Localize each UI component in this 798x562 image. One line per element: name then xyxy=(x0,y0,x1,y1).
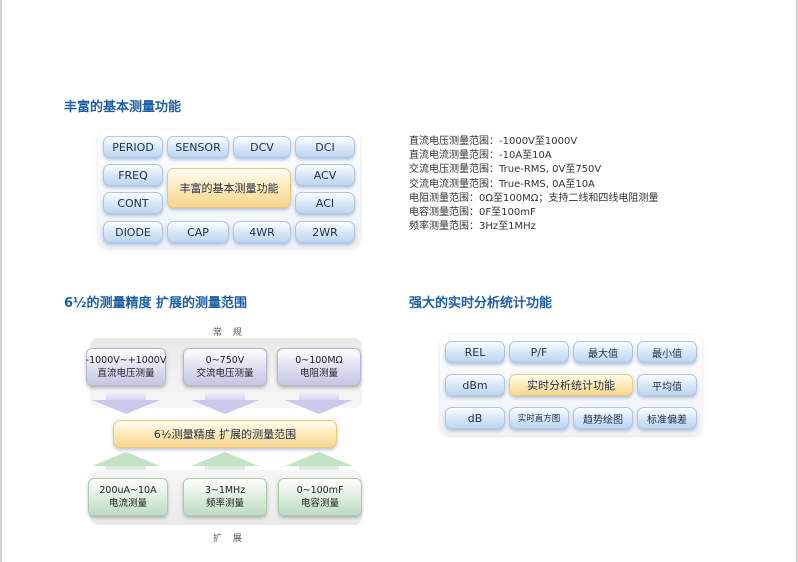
spec-resistance: 电阻测量范围：0Ω至100MΩ；支持二线和四线电阻测量 xyxy=(409,192,659,204)
cont-button: CONT xyxy=(103,192,163,214)
extended-box-current: 200uA~10A 电流测量 xyxy=(88,478,168,516)
normal-name: 电阻测量 xyxy=(299,368,338,379)
4wr-button: 4WR xyxy=(233,221,291,243)
sensor-button: SENSOR xyxy=(167,136,229,158)
spec-capacitance: 电容测量范围：0F至100mF xyxy=(409,207,536,219)
spec-acv: 交流电压测量范围：True-RMS, 0V至750V xyxy=(409,164,602,176)
2wr-button: 2WR xyxy=(295,221,355,243)
aci-button: ACI xyxy=(295,192,355,214)
precision-title: 6½的测量精度 扩展的测量范围 xyxy=(64,296,248,311)
period-button: PERIOD xyxy=(103,136,163,158)
diode-button: DIODE xyxy=(103,221,163,243)
rel-button: REL xyxy=(445,341,505,363)
cap-button: CAP xyxy=(167,221,229,243)
arrow-up-icon xyxy=(285,452,353,466)
extended-label: 扩 展 xyxy=(213,534,246,544)
spec-frequency: 频率测量范围：3Hz至1MHz xyxy=(409,221,536,233)
arrow-down-icon xyxy=(205,392,245,400)
freq-button: FREQ xyxy=(103,164,163,186)
arrow-up-icon xyxy=(191,452,259,466)
normal-name: 直流电压测量 xyxy=(97,368,155,379)
min-value-button: 最小值 xyxy=(637,341,697,363)
page-left-border xyxy=(0,0,2,562)
dcv-button: DCV xyxy=(233,136,291,158)
extended-box-capacitance: 0~100mF 电容测量 xyxy=(278,478,362,516)
spec-aci: 交流电流测量范围：True-RMS, 0A至10A xyxy=(409,178,595,190)
extended-range: 3~1MHz xyxy=(204,485,246,496)
spec-list: 直流电压测量范围：-1000V至1000V 直流电流测量范围：-10A至10A … xyxy=(409,135,658,234)
precision-center: 6½测量精度 扩展的测量范围 xyxy=(113,420,337,448)
normal-box-resistance: 0~100MΩ 电阻测量 xyxy=(277,348,361,386)
basic-functions-center: 丰富的基本测量功能 xyxy=(167,168,291,208)
max-value-button: 最大值 xyxy=(573,341,633,363)
normal-name: 交流电压测量 xyxy=(196,368,254,379)
spec-dcv: 直流电压测量范围：-1000V至1000V xyxy=(409,136,578,147)
normal-box-acv: 0~750V 交流电压测量 xyxy=(183,348,267,386)
arrow-up-icon xyxy=(92,452,160,466)
extended-box-frequency: 3~1MHz 频率测量 xyxy=(183,478,267,516)
acv-button: ACV xyxy=(295,164,355,186)
extended-range: 200uA~10A xyxy=(99,485,157,496)
normal-range: 0~750V xyxy=(205,355,245,366)
arrow-down-icon xyxy=(106,392,146,400)
stats-center: 实时分析统计功能 xyxy=(509,374,633,396)
normal-range: -1000V~+1000V xyxy=(85,355,167,366)
histogram-button: 实时直方图 xyxy=(509,407,569,429)
stats-title: 强大的实时分析统计功能 xyxy=(409,296,553,311)
spec-dci: 直流电流测量范围：-10A至10A xyxy=(409,150,552,162)
db-button: dB xyxy=(445,407,505,429)
extended-name: 电容测量 xyxy=(300,498,339,509)
dci-button: DCI xyxy=(295,136,355,158)
arrow-down-icon xyxy=(285,400,353,414)
average-button: 平均值 xyxy=(637,374,697,396)
extended-name: 频率测量 xyxy=(205,498,244,509)
page-right-border xyxy=(796,0,798,562)
pass-fail-button: P/F xyxy=(509,341,569,363)
arrow-down-icon xyxy=(92,400,160,414)
arrow-down-icon xyxy=(299,392,339,400)
normal-label: 常 规 xyxy=(213,328,246,338)
dbm-button: dBm xyxy=(445,374,505,396)
trend-chart-button: 趋势绘图 xyxy=(573,407,633,429)
normal-range: 0~100MΩ xyxy=(295,355,343,366)
std-deviation-button: 标准偏差 xyxy=(637,407,697,429)
extended-name: 电流测量 xyxy=(108,498,147,509)
basic-functions-title: 丰富的基本测量功能 xyxy=(64,100,182,115)
extended-range: 0~100mF xyxy=(296,485,344,496)
normal-box-dcv: -1000V~+1000V 直流电压测量 xyxy=(86,348,166,386)
arrow-down-icon xyxy=(191,400,259,414)
